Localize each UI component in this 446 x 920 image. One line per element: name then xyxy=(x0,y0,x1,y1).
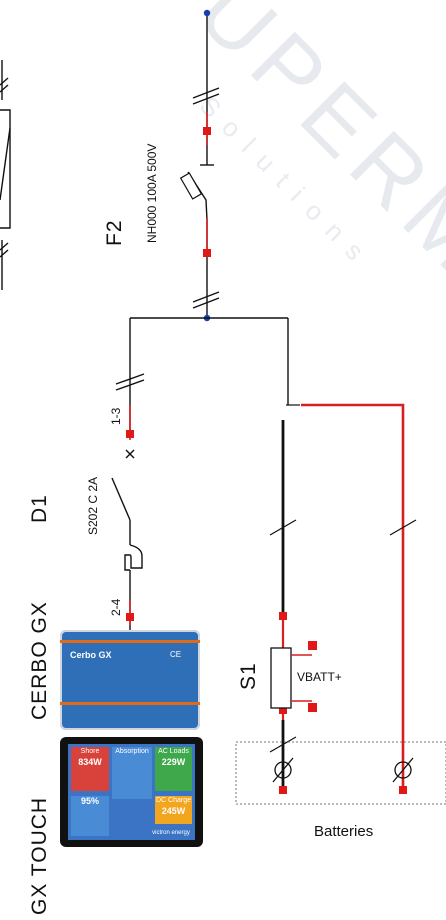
cerbo-title: Cerbo GX xyxy=(70,650,112,660)
tile-battery: 95% xyxy=(71,796,109,836)
touch-label: GX TOUCH xyxy=(28,796,51,915)
f2-label: F2 xyxy=(103,219,126,246)
tile-absorption: Absorption xyxy=(112,747,152,799)
d1-label: D1 xyxy=(28,494,51,523)
terminal xyxy=(126,430,134,438)
terminal xyxy=(203,127,211,135)
bus-wire xyxy=(130,317,289,405)
ce-mark: CE xyxy=(170,650,182,659)
terminal xyxy=(308,703,317,712)
battery-terminal-right xyxy=(392,757,414,783)
gx-touch-device: Shore 834W Absorption AC Loads 229W 95% … xyxy=(60,737,203,847)
tile-dc-charge: DC Charge 245W xyxy=(155,796,192,824)
batteries-label: Batteries xyxy=(314,823,374,840)
f2-wire xyxy=(187,13,220,318)
s1-label: S1 xyxy=(237,662,260,690)
battery-terminal-left xyxy=(272,757,294,783)
node-top xyxy=(203,9,211,17)
pin-label-top: 1-3 xyxy=(109,407,123,425)
breaker-spec-label: S202 C 2A xyxy=(86,476,100,535)
tile-shore: Shore 834W xyxy=(71,747,109,791)
terminal xyxy=(308,641,317,650)
tile-ac-loads: AC Loads 229W xyxy=(155,747,192,791)
terminal xyxy=(203,249,211,257)
s1-shunt xyxy=(270,647,292,709)
brand-mark: victron energy xyxy=(152,830,190,836)
positive-wire xyxy=(301,403,405,790)
terminal xyxy=(399,786,407,794)
cerbo-label: CERBO GX xyxy=(28,601,51,720)
cerbo-gx-device: Cerbo GX CE xyxy=(60,630,200,730)
gx-touch-screen: Shore 834W Absorption AC Loads 229W 95% … xyxy=(68,744,195,840)
vbatt-label: VBATT+ xyxy=(297,670,342,684)
terminal xyxy=(126,613,134,621)
fuse-spec-label: NH000 100A 500V xyxy=(145,143,159,243)
terminal xyxy=(279,786,287,794)
terminal xyxy=(279,706,287,714)
partial-component-left xyxy=(0,60,11,290)
terminal xyxy=(279,612,287,620)
f2-fuse-body xyxy=(179,172,203,200)
batteries-box xyxy=(235,741,446,805)
pin-label-bottom: 2-4 xyxy=(109,598,123,616)
